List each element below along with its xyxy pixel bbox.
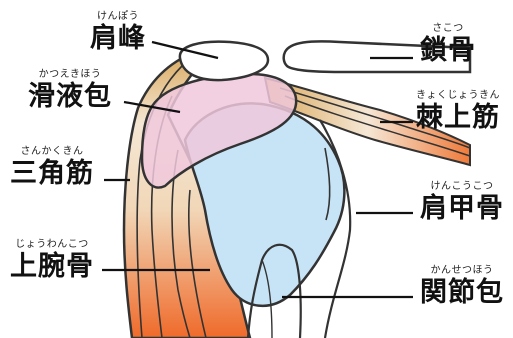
label-humerus: じょうわんこつ 上腕骨: [10, 240, 94, 280]
reading-acromion: けんぽう: [90, 12, 146, 22]
label-acromion: けんぽう 肩峰: [90, 12, 146, 52]
label-supraspinatus: きょくじょうきん 棘上筋: [416, 91, 500, 131]
reading-supraspinatus: きょくじょうきん: [416, 91, 500, 101]
text-humerus: 上腕骨: [10, 253, 94, 280]
text-scapula: 肩甲骨: [420, 195, 504, 222]
text-acromion: 肩峰: [90, 25, 146, 52]
reading-humerus: じょうわんこつ: [10, 240, 94, 250]
label-bursa: かつえきほう 滑液包: [28, 70, 112, 110]
label-capsule: かんせつほう 関節包: [420, 266, 504, 306]
text-supraspinatus: 棘上筋: [416, 104, 500, 131]
acromion-bone: [180, 42, 268, 80]
label-deltoid: さんかくきん 三角筋: [10, 147, 94, 187]
label-clavicle: さこつ 鎖骨: [420, 24, 476, 64]
reading-deltoid: さんかくきん: [10, 147, 94, 157]
text-deltoid: 三角筋: [10, 160, 94, 187]
text-capsule: 関節包: [420, 279, 504, 306]
reading-scapula: けんこうこつ: [420, 182, 504, 192]
reading-bursa: かつえきほう: [28, 70, 112, 80]
text-clavicle: 鎖骨: [420, 37, 476, 64]
text-bursa: 滑液包: [28, 83, 112, 110]
label-scapula: けんこうこつ 肩甲骨: [420, 182, 504, 222]
reading-capsule: かんせつほう: [420, 266, 504, 276]
reading-clavicle: さこつ: [420, 24, 476, 34]
